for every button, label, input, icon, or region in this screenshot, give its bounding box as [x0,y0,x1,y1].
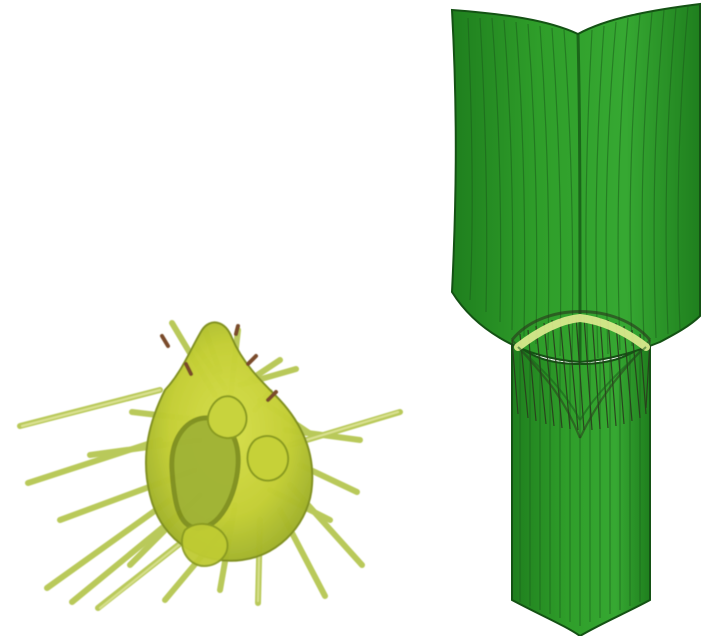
spiny-bur [20,322,400,608]
bur-body [146,322,312,566]
leaf-sheath-ligule-diagram [452,4,700,636]
leaf-blade [452,4,700,362]
